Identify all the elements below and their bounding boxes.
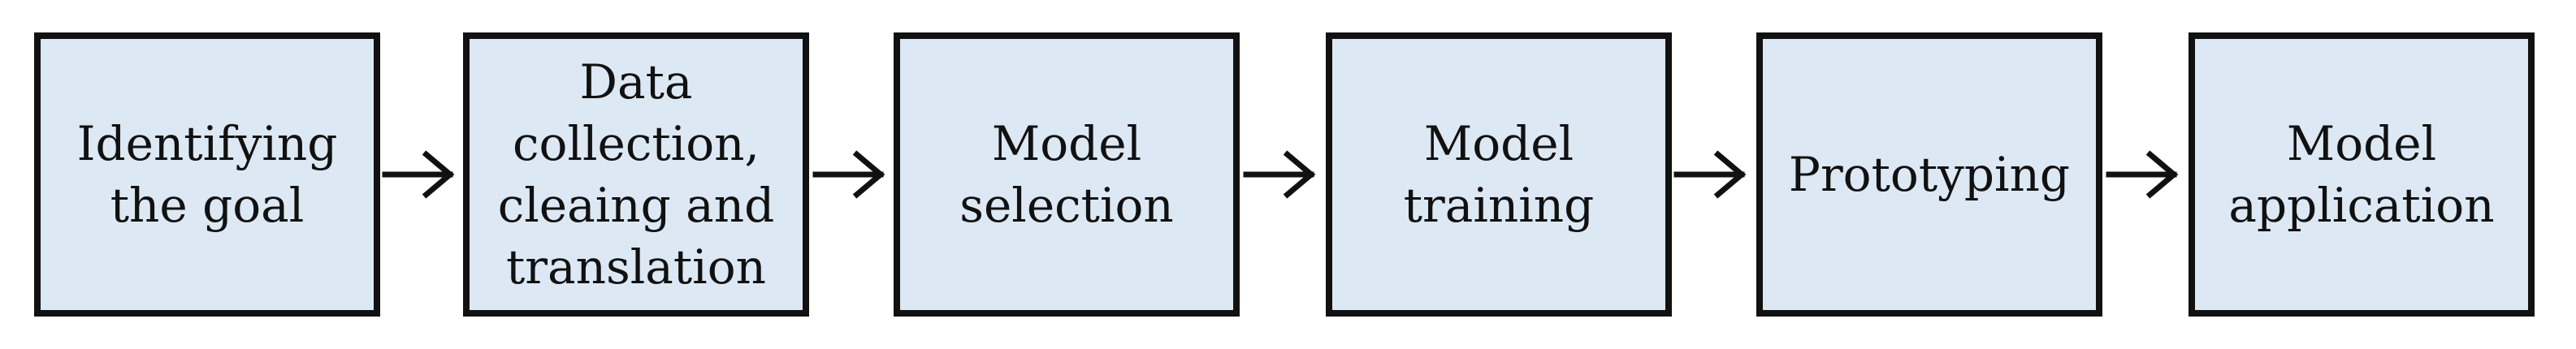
arrow-right-icon: [812, 138, 885, 211]
step-label: Model training: [1403, 116, 1595, 233]
arrow-right-icon: [1243, 138, 1316, 211]
step-model-training: Model training: [1326, 32, 1672, 317]
arrow-right-icon: [382, 138, 455, 211]
step-label: Data collection, cleaing and translation: [497, 54, 775, 295]
step-label: Prototyping: [1788, 147, 2071, 202]
step-model-selection: Model selection: [894, 32, 1240, 317]
step-model-application: Model application: [2189, 32, 2535, 317]
arrow-right-icon: [2106, 138, 2179, 211]
arrow-right-icon: [1673, 138, 1747, 211]
step-label: Identifying the goal: [76, 116, 338, 233]
step-identifying-the-goal: Identifying the goal: [34, 32, 380, 317]
step-prototyping: Prototyping: [1756, 32, 2102, 317]
step-label: Model application: [2228, 116, 2495, 233]
step-label: Model selection: [959, 116, 1174, 233]
step-data-collection: Data collection, cleaing and translation: [463, 32, 809, 317]
